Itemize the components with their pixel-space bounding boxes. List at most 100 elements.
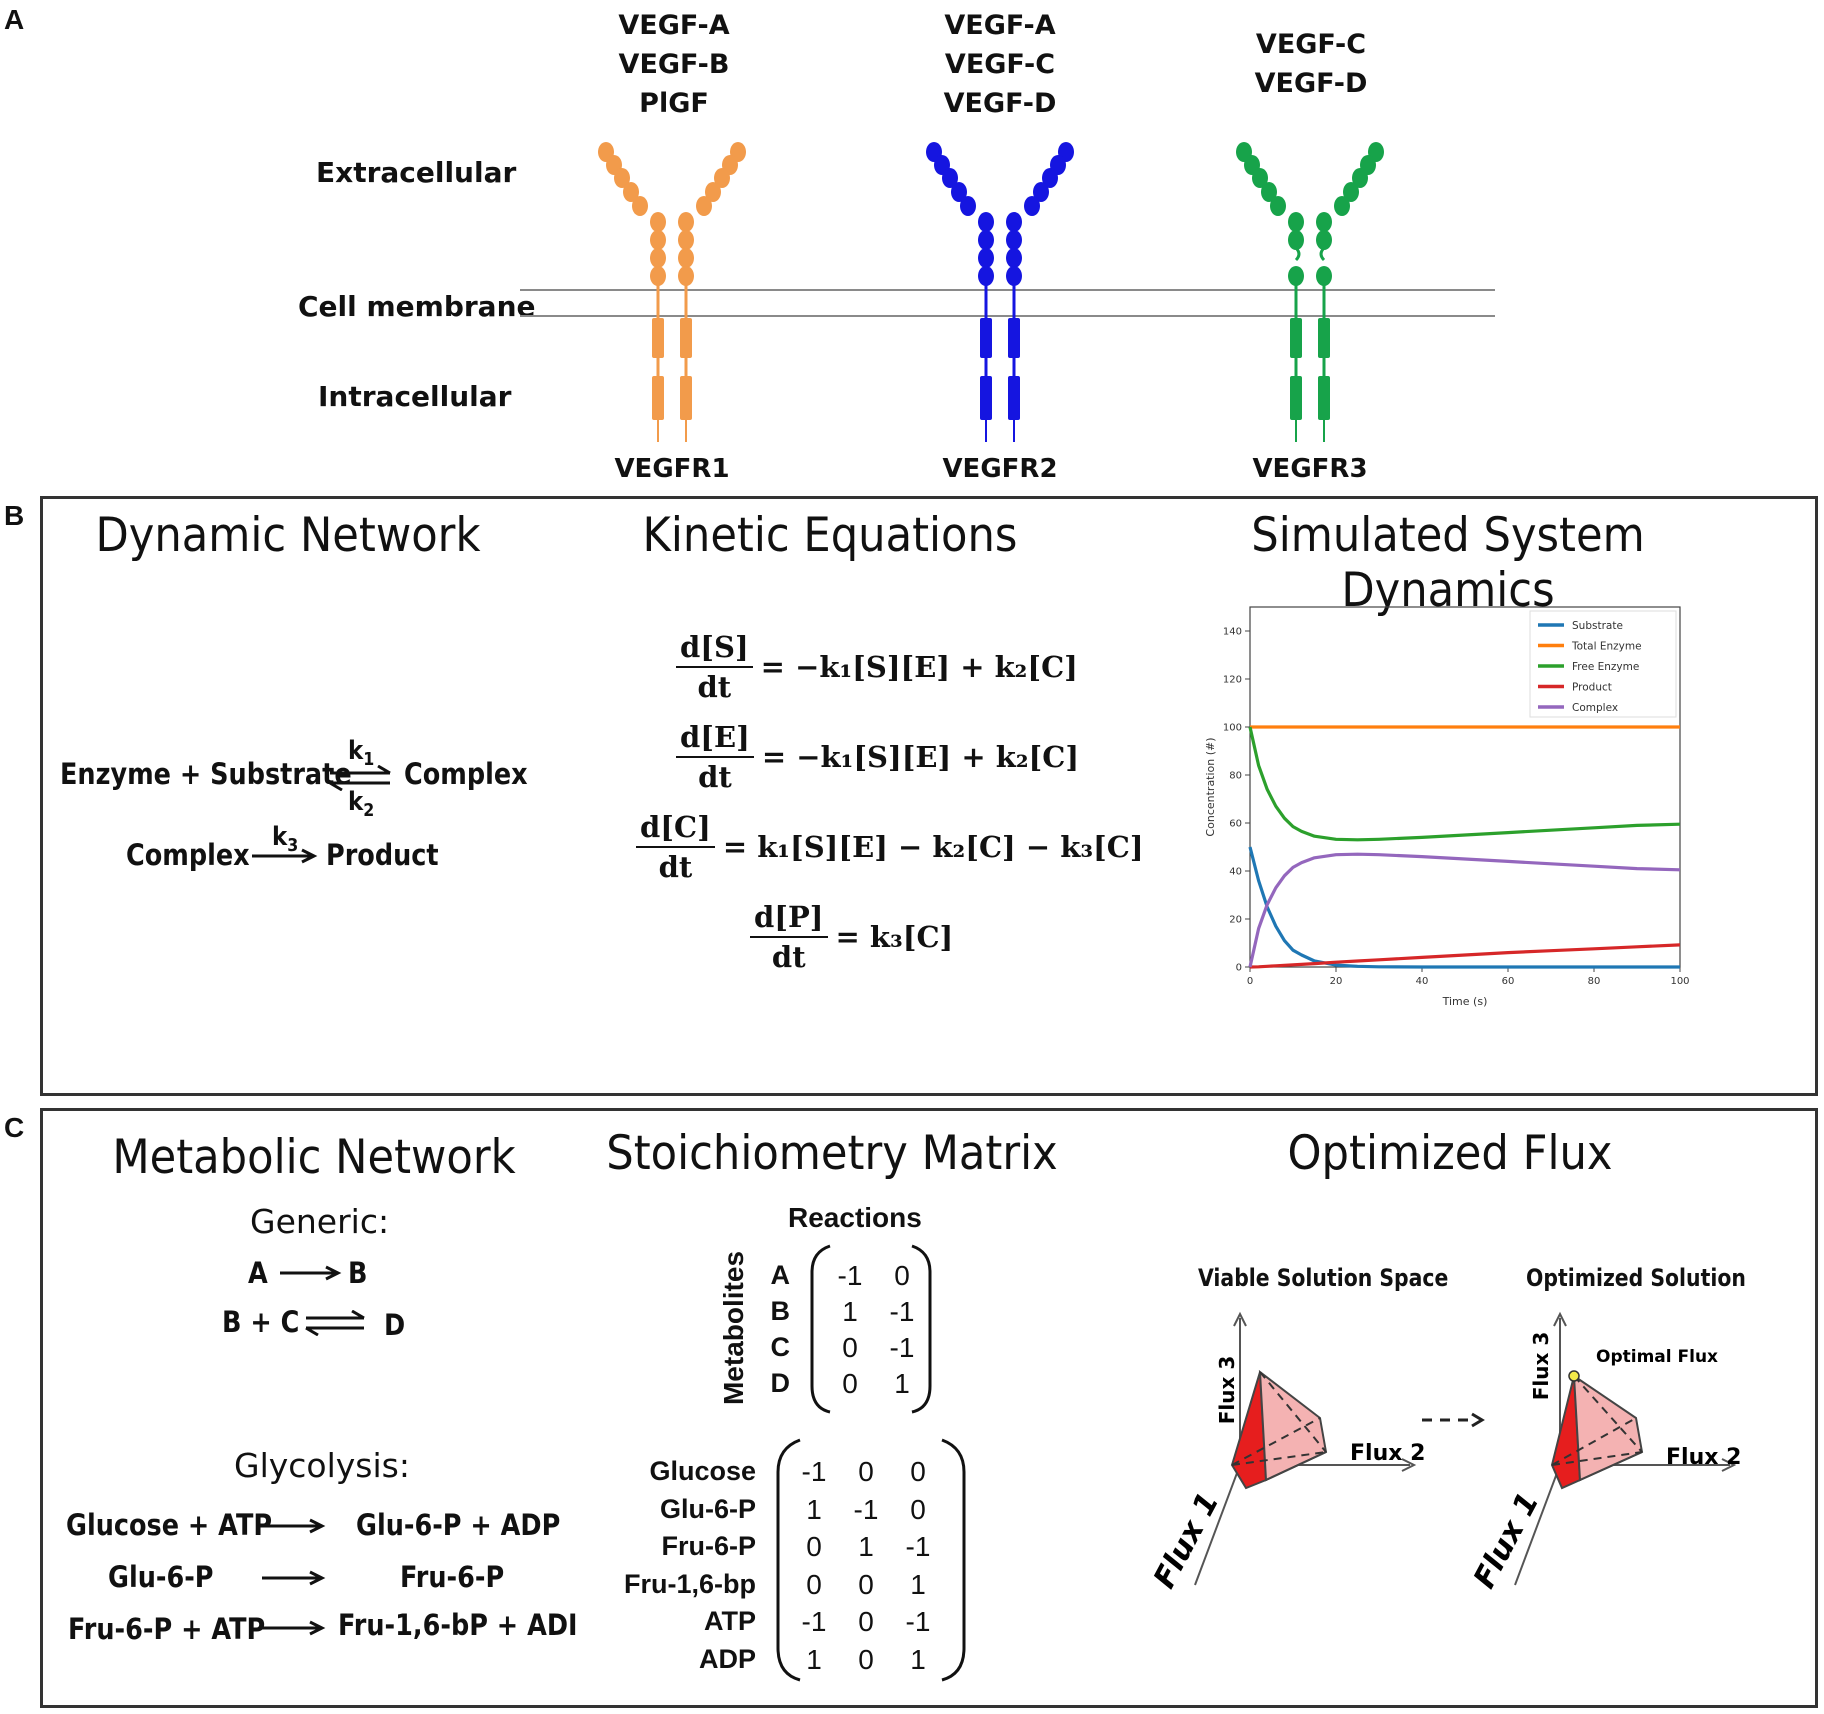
eq-denominator: dt bbox=[658, 850, 693, 884]
vegfr3-ligands: VEGF-C VEGF-D bbox=[1211, 25, 1411, 103]
matrix-cell: 0 bbox=[858, 1643, 874, 1675]
y-tick-label: 60 bbox=[1229, 819, 1242, 830]
matrix-cell: 0 bbox=[910, 1456, 926, 1487]
glycolysis-r2-right: Fru-6-P bbox=[400, 1560, 505, 1594]
eq-rhs: = −k₁[S][E] + k₂[C] bbox=[761, 740, 1080, 774]
flux-polytope-optimized: Optimal Flux Flux 3 Flux 2 Flux 1 bbox=[1470, 1311, 1741, 1594]
kinase-domain bbox=[980, 318, 992, 358]
matrix-row-label: A bbox=[770, 1260, 791, 1290]
reaction-2-left: Complex bbox=[126, 838, 250, 872]
axis-2-label: Flux 2 bbox=[1666, 1445, 1741, 1470]
series-line-free-enzyme bbox=[1248, 726, 1681, 842]
ig-domain bbox=[1006, 248, 1022, 268]
k2-label: k2 bbox=[348, 787, 375, 822]
linker bbox=[1291, 234, 1301, 262]
equation-s: d[S]dt = −k₁[S][E] + k₂[C] bbox=[676, 630, 1078, 704]
kinase-domain bbox=[680, 318, 692, 358]
matrix-row-label: Fru-6-P bbox=[661, 1531, 757, 1561]
glycolysis-r1-right: Glu-6-P + ADP bbox=[356, 1508, 561, 1542]
panel-c-letter: C bbox=[4, 1112, 25, 1143]
ig-domain bbox=[1288, 266, 1304, 286]
polytope-side bbox=[1258, 1369, 1328, 1482]
ig-domain bbox=[1288, 230, 1304, 250]
ig-domain bbox=[1261, 182, 1277, 202]
ig-domain bbox=[678, 266, 694, 286]
vegfr1-name: VEGFR1 bbox=[614, 454, 730, 484]
eq-rhs: = −k₁[S][E] + k₂[C] bbox=[760, 650, 1078, 684]
metabolites-header: Metabolites bbox=[718, 1250, 749, 1406]
axis-3-label: Flux 3 bbox=[1529, 1332, 1553, 1401]
ig-domain bbox=[650, 212, 666, 232]
glycolysis-arrows bbox=[262, 1518, 326, 1636]
receptor-diagram bbox=[520, 142, 1495, 442]
ig-domain bbox=[978, 266, 994, 286]
eq-rhs: = k₁[S][E] − k₂[C] − k₃[C] bbox=[722, 830, 1144, 864]
series-line-substrate bbox=[1248, 846, 1680, 969]
matrix-cell: -1 bbox=[889, 1332, 915, 1363]
matrix-row-label: D bbox=[770, 1368, 791, 1398]
x-axis-label: Time (s) bbox=[1442, 995, 1488, 1008]
ig-domain bbox=[623, 182, 639, 202]
generic-r1-right: B bbox=[348, 1256, 368, 1290]
ig-domain bbox=[1042, 168, 1058, 188]
generic-label: Generic: bbox=[250, 1202, 390, 1241]
kinase-domain bbox=[1290, 376, 1302, 420]
arrow-icon bbox=[262, 1620, 326, 1636]
equation-p: d[P]dt = k₃[C] bbox=[750, 900, 953, 974]
reversible-arrow-icon bbox=[329, 765, 391, 791]
glycolysis-label: Glycolysis: bbox=[234, 1446, 410, 1485]
optimal-point bbox=[1568, 1370, 1580, 1382]
ig-domain bbox=[1033, 182, 1049, 202]
stoichiometry-title: Stoichiometry Matrix bbox=[606, 1126, 1058, 1181]
glycolysis-r3-left: Fru-6-P + ATP bbox=[68, 1612, 266, 1646]
matrix-cell: -1 bbox=[905, 1531, 931, 1562]
panel-a-letter: A bbox=[4, 4, 25, 35]
reversible-arrow-icon bbox=[305, 1310, 365, 1336]
matrix-2-brackets bbox=[776, 1438, 966, 1682]
reaction-1-right: Complex bbox=[404, 757, 528, 791]
y-tick-label: 0 bbox=[1236, 963, 1242, 974]
matrix-cell: 0 bbox=[842, 1332, 858, 1363]
matrix-cell: 0 bbox=[858, 1456, 874, 1487]
ig-domain bbox=[1316, 230, 1332, 250]
legend-box bbox=[1529, 610, 1677, 718]
matrix-cell: 0 bbox=[894, 1260, 910, 1291]
x-tick-label: 0 bbox=[1247, 976, 1253, 987]
ig-domain bbox=[1006, 230, 1022, 250]
kinase-domain bbox=[1008, 318, 1020, 358]
ligand-label: VEGF-D bbox=[1254, 68, 1368, 99]
intracellular-label: Intracellular bbox=[318, 380, 512, 413]
vegfr3-name: VEGFR3 bbox=[1252, 454, 1368, 484]
eq-numerator: d[P] bbox=[750, 900, 828, 938]
extracellular-label: Extracellular bbox=[316, 156, 517, 189]
ig-domain bbox=[1316, 266, 1332, 286]
matrix-cell: -1 bbox=[905, 1606, 931, 1637]
matrix-cell: 0 bbox=[910, 1493, 926, 1525]
matrix-cell: 0 bbox=[806, 1568, 822, 1600]
panel-c-box bbox=[40, 1108, 1818, 1708]
ig-domain bbox=[960, 196, 976, 216]
axis-1 bbox=[1194, 1464, 1241, 1586]
y-tick-label: 120 bbox=[1223, 675, 1242, 686]
matrix-row-label: ATP bbox=[704, 1606, 756, 1636]
flux-polytope-viable: Flux 3 Flux 2 Flux 1 bbox=[1150, 1311, 1425, 1594]
equation-e: d[E]dt = −k₁[S][E] + k₂[C] bbox=[676, 720, 1079, 794]
arrow-icon bbox=[252, 848, 318, 864]
reaction-1-left: Enzyme + Substrate bbox=[60, 757, 352, 791]
kinase-domain bbox=[652, 318, 664, 358]
panel-b-letter: B bbox=[4, 500, 25, 531]
vegfr1-receptor bbox=[598, 142, 746, 442]
ig-domain bbox=[632, 196, 648, 216]
ig-domain bbox=[714, 168, 730, 188]
x-tick-label: 100 bbox=[1670, 976, 1689, 987]
matrix-row-label: B bbox=[770, 1296, 791, 1326]
eq-numerator: d[S] bbox=[676, 630, 753, 668]
ig-domain bbox=[650, 248, 666, 268]
kinase-domain bbox=[1318, 376, 1330, 420]
y-tick-label: 40 bbox=[1229, 867, 1242, 878]
x-tick-label: 80 bbox=[1588, 976, 1601, 987]
matrix-cell: -1 bbox=[801, 1456, 827, 1487]
matrix-cell: 1 bbox=[910, 1643, 926, 1675]
